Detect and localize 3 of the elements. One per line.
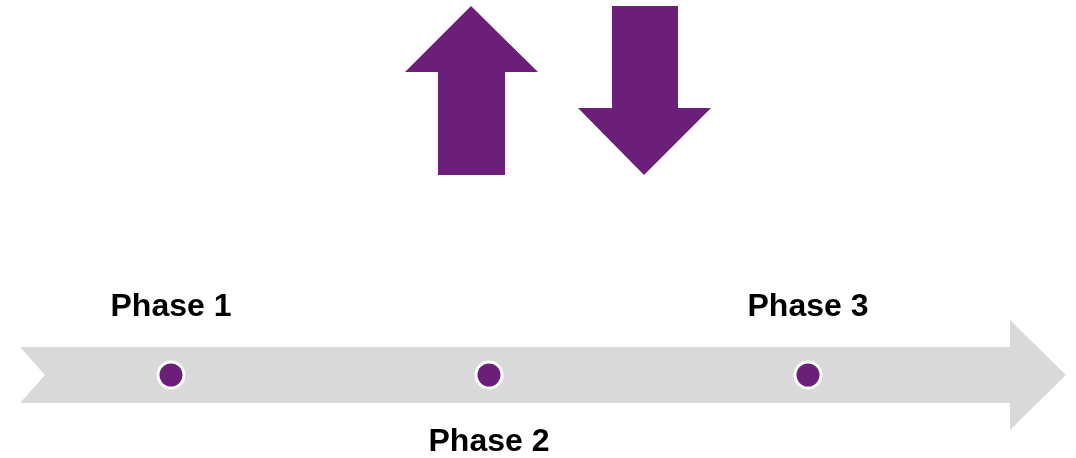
phase-label: Phase 3 <box>747 287 869 323</box>
phase-label: Phase 1 <box>110 287 232 323</box>
phase-label: Phase 2 <box>428 422 550 458</box>
